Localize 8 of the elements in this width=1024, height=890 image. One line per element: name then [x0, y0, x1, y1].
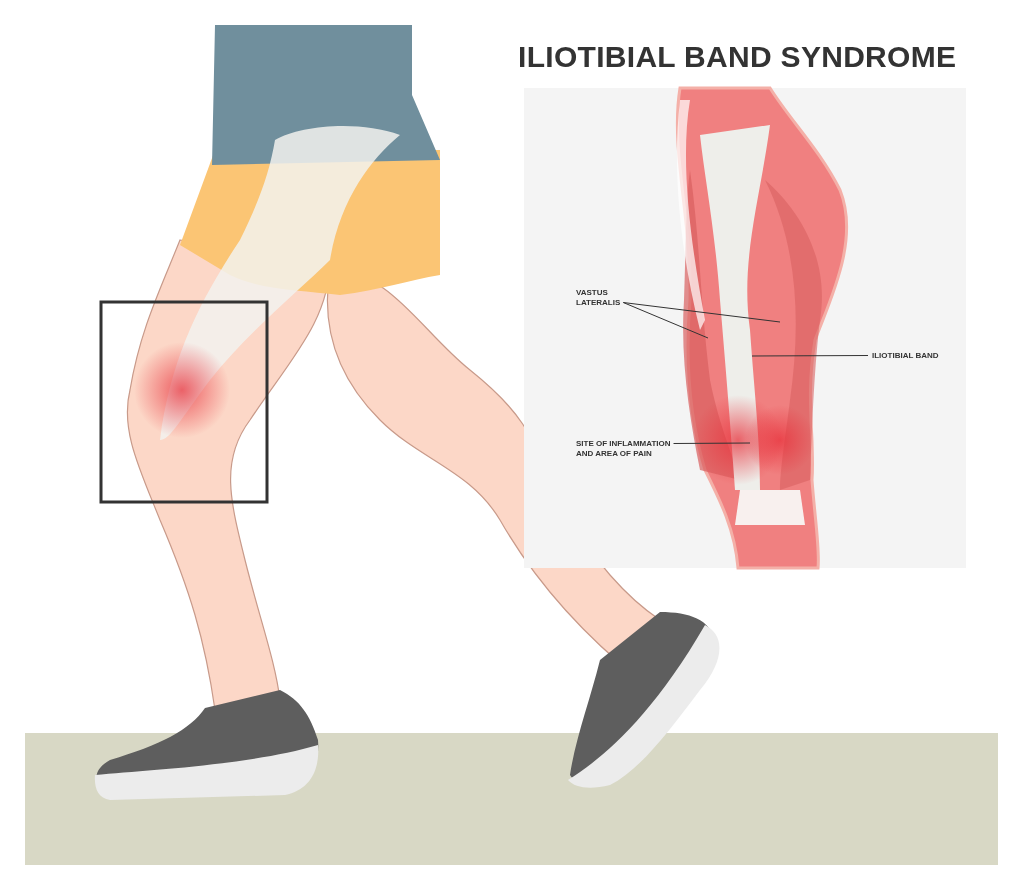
leader-line — [622, 302, 781, 323]
leader-line — [622, 302, 709, 339]
title: ILIOTIBIAL BAND SYNDROME — [518, 40, 957, 74]
leader-line — [751, 355, 869, 357]
part-label: SITE OF INFLAMMATION AND AREA OF PAIN — [576, 439, 676, 459]
leader-line — [673, 442, 751, 444]
part-label: VASTUS LATERALIS — [576, 288, 646, 308]
part-label: ILIOTIBIAL BAND — [872, 351, 942, 361]
